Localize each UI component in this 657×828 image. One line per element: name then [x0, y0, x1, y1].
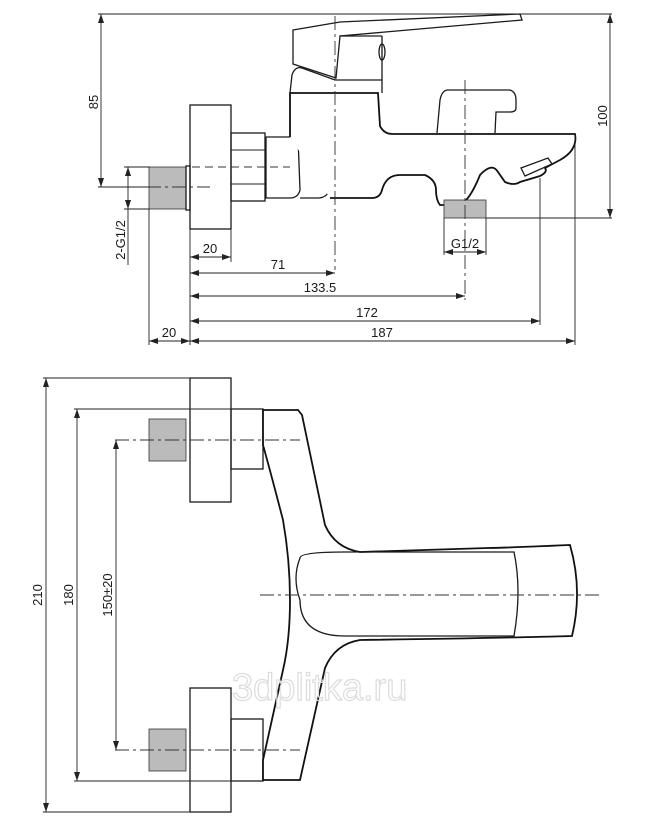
- dim-label-outlet-thread: G1/2: [451, 236, 479, 251]
- dim-label-flange-20: 20: [203, 241, 217, 256]
- dim-label-71: 71: [271, 257, 285, 272]
- dim-label-thread-20: 20: [162, 325, 176, 340]
- dim-label-172: 172: [356, 305, 378, 320]
- lever-handle[interactable]: [292, 13, 523, 79]
- watermark: 3dplitka.ru: [232, 667, 407, 709]
- mixer-body: [289, 92, 577, 206]
- spout-aerator: [520, 157, 553, 177]
- dim-label-133-5: 133.5: [304, 280, 337, 295]
- dim-label-180: 180: [61, 584, 76, 606]
- cartridge-cover: [289, 67, 383, 94]
- diverter-knob[interactable]: [436, 89, 517, 134]
- dim-label-210: 210: [30, 584, 45, 606]
- inlet-thread: [148, 165, 191, 211]
- side-view: 85 100 2-G1/2 G1/2 20 71 133.5 172 20 18…: [86, 13, 612, 345]
- lever-handle-top[interactable]: [295, 551, 519, 637]
- top-view: 210 180 150±20: [30, 377, 600, 813]
- dim-label-inlet-thread: 2-G1/2: [113, 220, 128, 260]
- dim-label-150: 150±20: [100, 573, 115, 616]
- connector-housing: [265, 136, 301, 199]
- dim-label-187: 187: [371, 325, 393, 340]
- dim-label-85: 85: [86, 95, 101, 109]
- dimension-arrows: [43, 14, 613, 812]
- dim-label-100: 100: [595, 105, 610, 127]
